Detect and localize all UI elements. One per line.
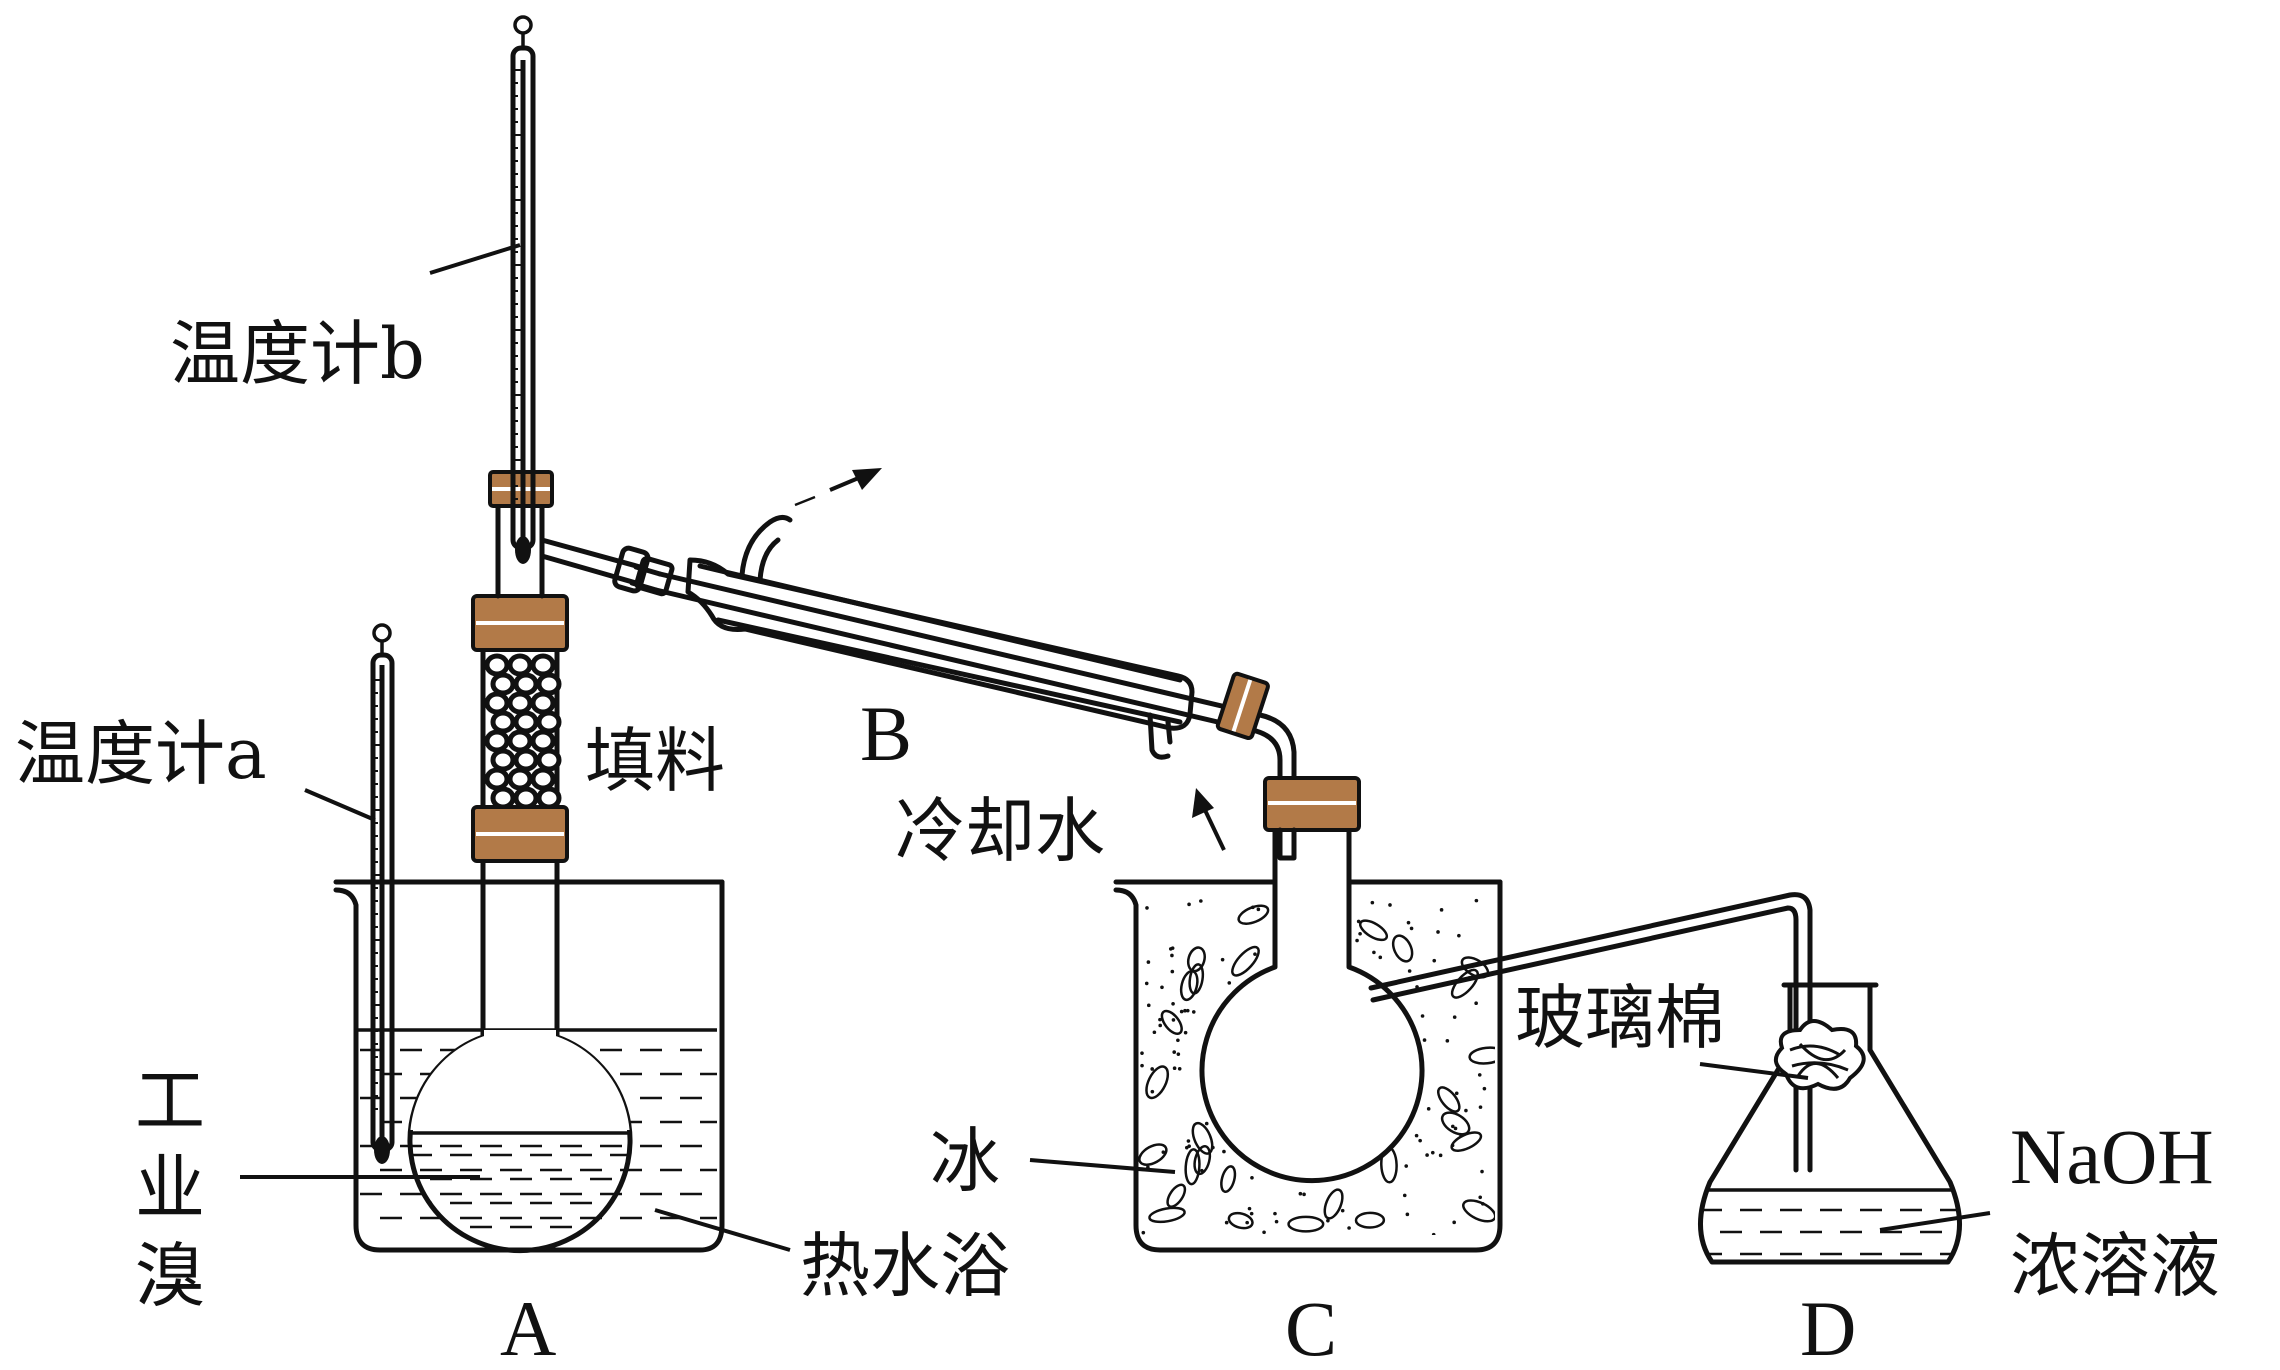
leader-ice bbox=[1029, 1158, 1176, 1174]
cork-upper-column bbox=[471, 594, 569, 652]
cork-lower-column bbox=[471, 805, 569, 863]
label-apparatus-b: B bbox=[860, 690, 912, 777]
flask-c bbox=[1199, 822, 1425, 1184]
conical-flask-d bbox=[1698, 982, 1962, 1265]
label-apparatus-a: A bbox=[500, 1285, 556, 1370]
label-industrial-bromine-3: 溴 bbox=[135, 1235, 205, 1317]
leader-thermometer-b bbox=[429, 243, 521, 275]
label-packing: 填料 bbox=[585, 720, 725, 802]
cork-flask-c bbox=[1263, 776, 1361, 832]
label-naoh: NaOH bbox=[2010, 1113, 2214, 1200]
apparatus-c bbox=[1113, 776, 1813, 1253]
label-glass-wool: 玻璃棉 bbox=[1515, 977, 1725, 1059]
leader-naoh bbox=[1879, 1211, 1991, 1232]
label-thermometer-b: 温度计b bbox=[170, 313, 425, 395]
beaker-c bbox=[1113, 879, 1503, 1253]
thermometer-a bbox=[370, 623, 395, 1164]
apparatus-d bbox=[1698, 982, 1962, 1265]
leader-glass-wool bbox=[1699, 1062, 1809, 1080]
water-in-arrow bbox=[1192, 788, 1226, 851]
label-concentrated-solution: 浓溶液 bbox=[2010, 1225, 2220, 1307]
thermometer-b bbox=[510, 15, 536, 564]
ice bbox=[1138, 898, 1495, 1235]
label-apparatus-d: D bbox=[1800, 1285, 1856, 1370]
packing-beads bbox=[484, 653, 562, 810]
side-arm bbox=[539, 537, 643, 586]
condenser-b bbox=[612, 514, 1297, 793]
water-out-arrow bbox=[794, 468, 882, 507]
label-apparatus-c: C bbox=[1285, 1285, 1337, 1370]
apparatus-a bbox=[333, 15, 725, 1254]
glass-wool bbox=[1774, 1019, 1866, 1091]
label-ice: 冰 bbox=[930, 1120, 1000, 1202]
leader-hot-water-bath bbox=[654, 1208, 791, 1252]
label-cooling-water: 冷却水 bbox=[895, 790, 1105, 872]
label-thermometer-a: 温度计a bbox=[15, 713, 267, 795]
label-industrial-bromine-2: 业 bbox=[135, 1147, 205, 1229]
leader-thermometer-a bbox=[304, 788, 376, 822]
beaker-a bbox=[333, 879, 725, 1253]
label-industrial-bromine-1: 工 bbox=[135, 1060, 205, 1142]
cork-condenser-end bbox=[1215, 671, 1270, 741]
label-hot-water-bath: 热水浴 bbox=[800, 1225, 1010, 1307]
